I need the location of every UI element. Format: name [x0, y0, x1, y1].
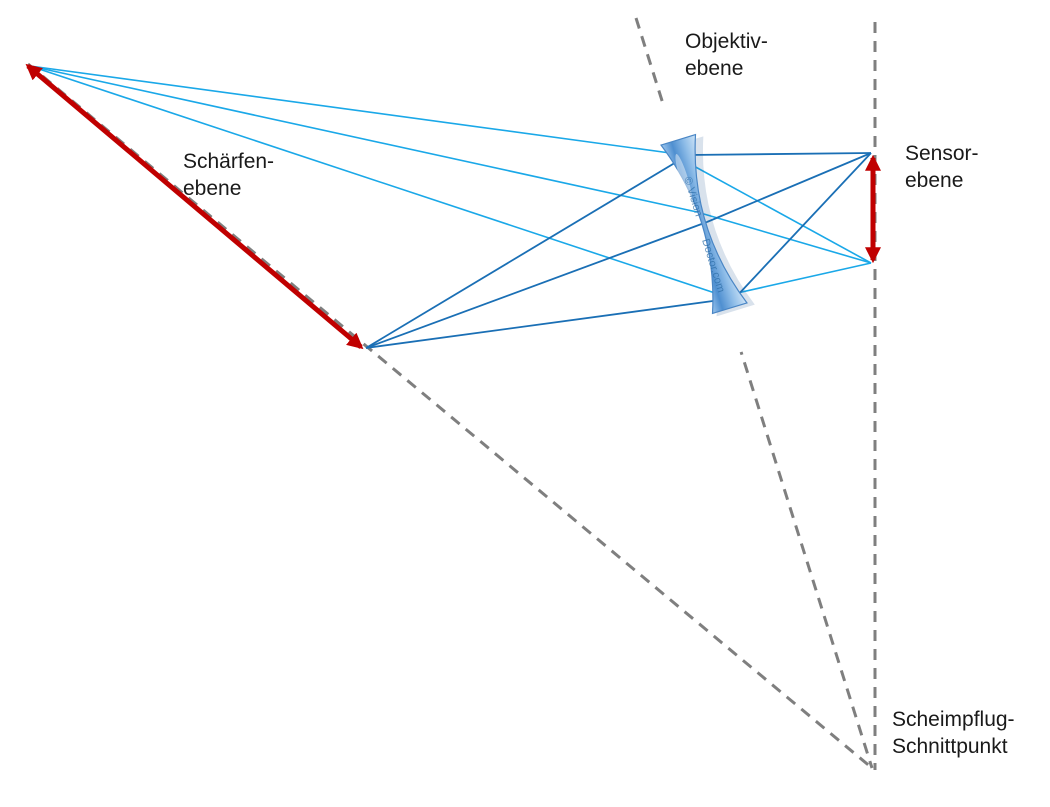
rays-light-group	[29, 65, 872, 297]
ray-dark-3	[365, 221, 708, 349]
ray-dark-1	[365, 154, 689, 349]
schaerfe-label-line2: ebene	[183, 177, 242, 200]
ray-light-4	[696, 211, 872, 264]
focus-plane-line	[27, 62, 873, 770]
sensor-label-line1: Sensor-	[905, 142, 979, 165]
sensor-ebene-label: Sensor- ebene	[905, 140, 979, 194]
ray-dark-6	[734, 152, 872, 299]
scheimpflug-label-line1: Scheimpflug-	[892, 708, 1015, 731]
focus-plane-arrow	[25, 63, 364, 350]
scheimpflug-label-line2: Schnittpunkt	[892, 735, 1008, 758]
schaerfen-ebene-label: Schärfen- ebene	[183, 148, 274, 202]
lens-body	[660, 133, 748, 315]
objektiv-label-line1: Objektiv-	[685, 30, 768, 53]
ray-dark-5	[365, 297, 736, 349]
scheimpflug-label: Scheimpflug- Schnittpunkt	[892, 706, 1015, 760]
lens-plane-line	[634, 17, 874, 769]
ray-light-5	[29, 65, 725, 297]
ray-dark-4	[706, 152, 872, 223]
sensor-label-line2: ebene	[905, 169, 964, 192]
schaerfe-label-line1: Schärfen-	[183, 150, 275, 173]
objektiv-label-line2: ebene	[685, 57, 744, 80]
ray-light-2	[669, 152, 872, 264]
rays-dark-group	[365, 152, 872, 349]
ray-light-6	[723, 262, 872, 297]
lens	[660, 133, 755, 317]
ray-dark-2	[687, 152, 872, 156]
ray-light-1	[29, 65, 671, 154]
ray-light-3	[29, 65, 698, 213]
objektiv-ebene-label: Objektiv- ebene	[685, 28, 768, 82]
